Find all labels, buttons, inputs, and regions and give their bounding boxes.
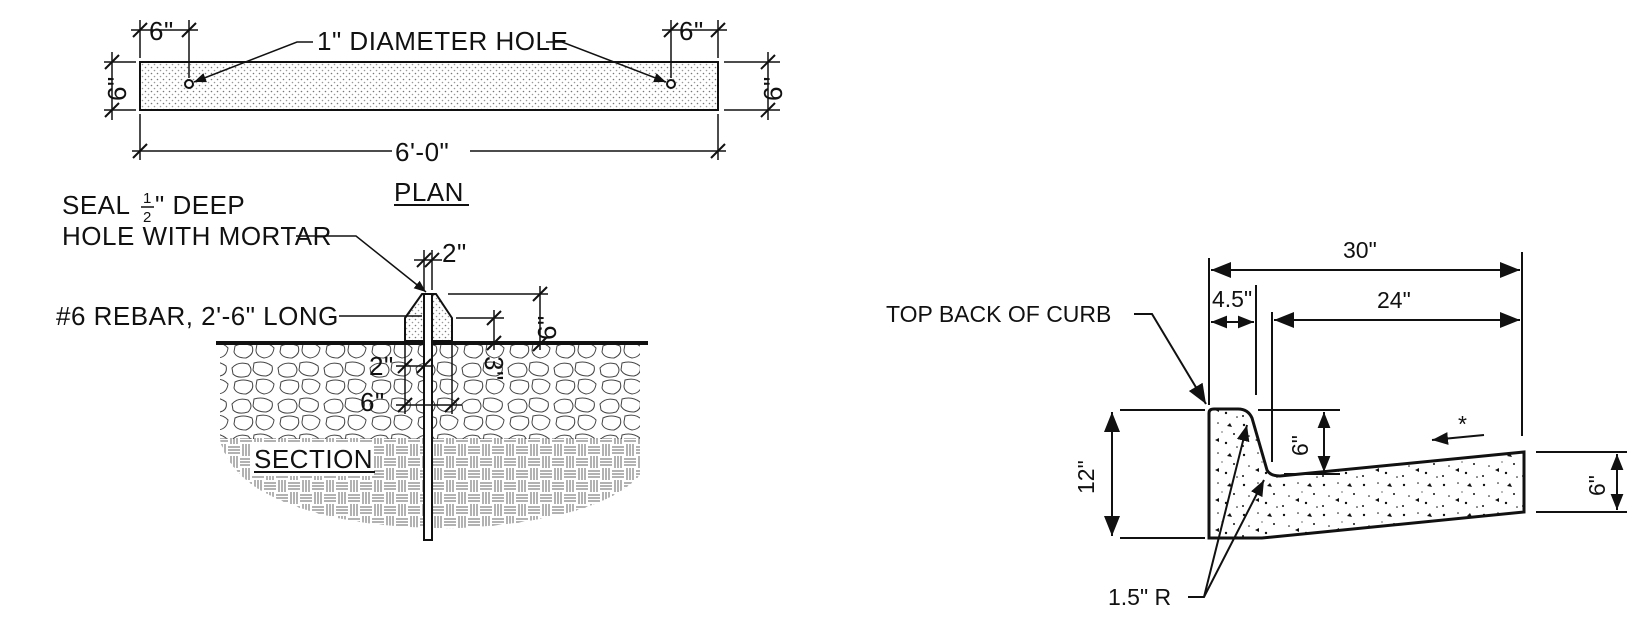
plan-hole-left [184,79,194,89]
section-dim-top-width: 2" [442,238,467,268]
plan-dim-left-top: 6" [149,16,174,46]
plan-hole-right [666,79,676,89]
plan-dim-length: 6'-0" [395,137,449,167]
section-title: SECTION [254,444,373,474]
plan-view: 6" 6" 1" DIAMETER HOLE 6" 6" 6'-0" [102,16,788,207]
curb-dim-lip: 6" [1584,475,1610,496]
plan-hole-label: 1" DIAMETER HOLE [317,26,568,56]
section-seal-frac-den: 2 [143,209,151,226]
section-view: SEAL 1 2 " DEEP HOLE WITH MORTAR #6 REBA… [56,190,648,541]
section-seal-line2: HOLE WITH MORTAR [62,221,332,251]
plan-dim-right-side: 6" [758,76,788,101]
curb-dim-face: 6" [1287,435,1313,456]
section-seal-line1b: " DEEP [155,190,245,220]
curb-dim-back: 4.5" [1212,286,1252,312]
section-dim-height: 6" [532,315,562,340]
section-dim-offset: 2" [369,351,394,381]
plan-dim-right-top: 6" [679,16,704,46]
curb-gutter-body [1207,407,1526,540]
curb-dim-total: 30" [1343,237,1377,263]
section-seal-line1: SEAL [62,190,131,220]
wheel-stop-plan-body [139,61,719,111]
section-dim-embed: 3" [479,356,509,381]
curb-top-back-label: TOP BACK OF CURB [886,301,1111,327]
section-seal-frac-num: 1 [143,190,151,207]
section-dim-base-width: 6" [360,387,385,417]
plan-dim-left-side: 6" [102,76,132,101]
section-rebar-label: #6 REBAR, 2'-6" LONG [56,301,339,331]
curb-dim-height: 12" [1073,460,1099,494]
rebar [423,293,433,541]
plan-title: PLAN [394,177,464,207]
curb-radius-label: 1.5" R [1108,584,1171,610]
curb-gutter-section: 30" 4.5" 24" TOP BACK OF CURB 12" 6" 6" … [886,237,1627,610]
curb-slope-marker: * [1458,411,1467,437]
curb-dim-gutter: 24" [1377,287,1411,313]
